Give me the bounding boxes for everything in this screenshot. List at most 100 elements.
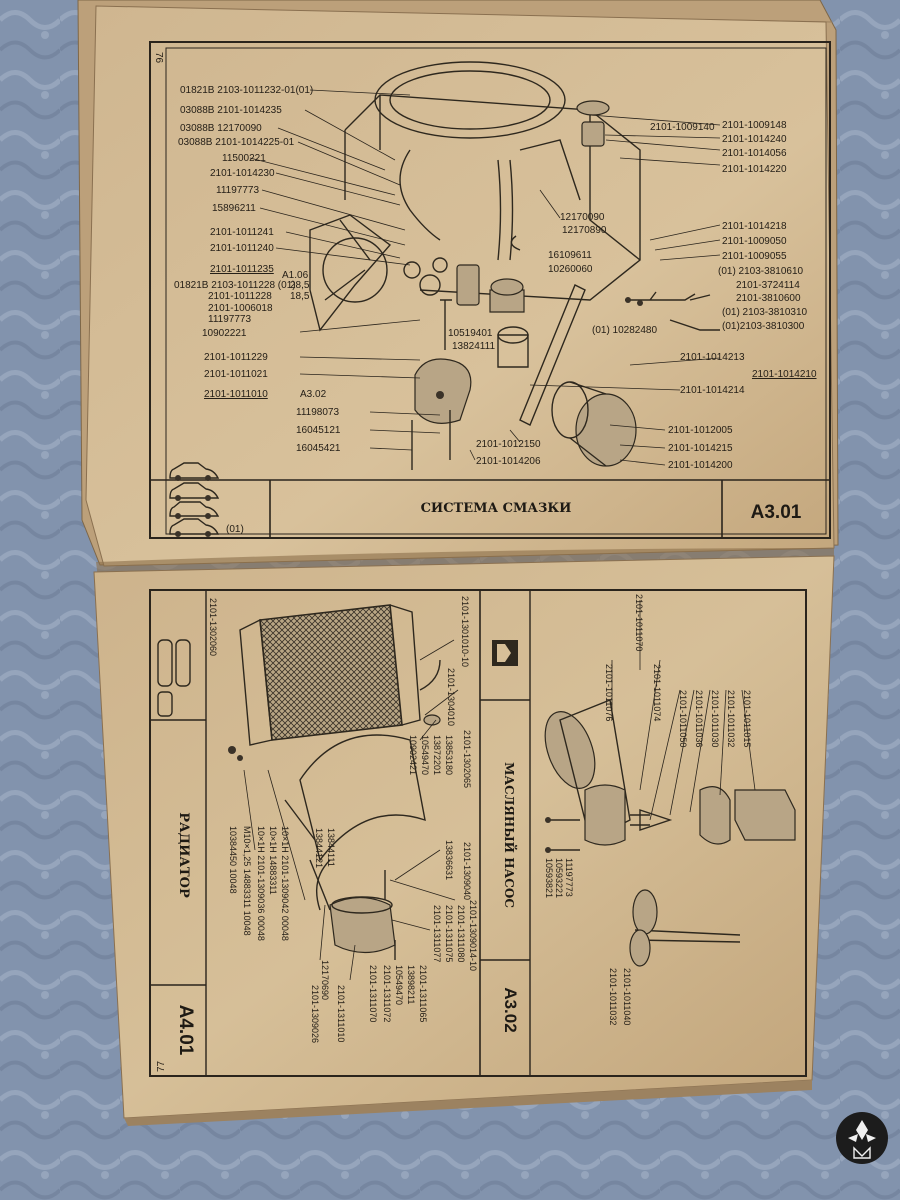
svg-text:01821В 2103-1011232-01(01): 01821В 2103-1011232-01(01) [180, 85, 313, 96]
bottom-leader-lines [243, 600, 756, 981]
svg-text:2101-1014213: 2101-1014213 [680, 352, 745, 363]
svg-text:2101-1011030: 2101-1011030 [710, 690, 720, 747]
top-leader-lines [249, 89, 721, 466]
svg-text:(01) 2103-3810310: (01) 2103-3810310 [722, 307, 808, 318]
svg-text:11197773: 11197773 [216, 185, 259, 196]
svg-text:15896211: 15896211 [212, 203, 256, 214]
oil-pump-drawing [544, 699, 796, 967]
svg-text:2101-1014200: 2101-1014200 [668, 460, 733, 471]
svg-text:16045421: 16045421 [296, 443, 341, 454]
svg-text:2101-1311010: 2101-1311010 [336, 985, 346, 1042]
svg-text:2101-1309014-10: 2101-1309014-10 [468, 900, 478, 971]
top-labels-left: 01821В 2103-1011232-01(01) 03088В 2101-1… [174, 85, 341, 454]
svg-text:10549470: 10549470 [394, 965, 404, 1005]
svg-text:2101-1311065: 2101-1311065 [418, 965, 428, 1022]
svg-text:2101-1009055: 2101-1009055 [722, 251, 787, 262]
svg-text:2101-1011032: 2101-1011032 [608, 968, 618, 1025]
top-page-number: 76 [153, 52, 164, 64]
svg-text:13844111: 13844111 [326, 828, 336, 867]
svg-text:11197773: 11197773 [208, 314, 251, 325]
svg-text:2101-1011229: 2101-1011229 [204, 352, 268, 363]
svg-text:2101-1301010-10: 2101-1301010-10 [460, 596, 470, 667]
svg-text:2101-1014240: 2101-1014240 [722, 134, 787, 145]
svg-text:М10×1,25 14883311 10048: М10×1,25 14883311 10048 [242, 826, 252, 936]
svg-text:2101-1014056: 2101-1014056 [722, 148, 787, 159]
svg-text:10260060: 10260060 [548, 264, 593, 275]
svg-text:2101-1014206: 2101-1014206 [476, 456, 541, 467]
svg-text:А3.02: А3.02 [300, 389, 327, 400]
svg-text:2101-1009148: 2101-1009148 [722, 120, 787, 131]
svg-text:2101-1014210: 2101-1014210 [752, 369, 817, 380]
svg-text:13836631: 13836631 [444, 840, 454, 880]
svg-text:2101-3724114: 2101-3724114 [736, 280, 800, 291]
svg-text:10902421: 10902421 [408, 735, 418, 775]
svg-text:13844121: 13844121 [314, 828, 324, 868]
svg-text:18,5: 18,5 [290, 291, 310, 302]
top-labels-center: 12170090 12170890 16109611 10260060 1051… [448, 212, 607, 467]
svg-text:11197773: 11197773 [564, 858, 574, 897]
svg-text:(01)2103-3810300: (01)2103-3810300 [722, 321, 805, 332]
oil-pump-title: МАСЛЯНЫЙ НАСОС [502, 762, 518, 908]
svg-text:2101-3810600: 2101-3810600 [736, 293, 801, 304]
bottom-car-icons [157, 639, 191, 717]
svg-text:2101-1011076: 2101-1011076 [604, 664, 614, 721]
svg-text:2101-1011015: 2101-1011015 [742, 690, 752, 747]
top-page-title: СИСТЕМА СМАЗКИ [421, 501, 572, 516]
svg-text:10×1Н 2101-1309042 00048: 10×1Н 2101-1309042 00048 [280, 826, 290, 941]
svg-text:2101-1011040: 2101-1011040 [622, 968, 632, 1025]
svg-text:2101-1012005: 2101-1012005 [668, 425, 733, 436]
svg-text:16045121: 16045121 [296, 425, 341, 436]
svg-text:2101-1311072: 2101-1311072 [382, 965, 392, 1022]
svg-text:2101-1011021: 2101-1011021 [204, 369, 268, 380]
svg-text:2101-1304010: 2101-1304010 [446, 668, 456, 726]
radiator-title: РАДИАТОР [176, 812, 191, 898]
svg-text:10519401: 10519401 [448, 328, 493, 339]
svg-text:03088В 2101-1014225-01: 03088В 2101-1014225-01 [178, 137, 295, 148]
bottom-page-number: 77 [156, 1060, 167, 1072]
svg-text:10×1Н 14883311: 10×1Н 14883311 [268, 826, 278, 895]
svg-text:А1.06: А1.06 [282, 270, 309, 281]
svg-text:12170890: 12170890 [562, 225, 607, 236]
svg-text:2101-1311070: 2101-1311070 [368, 965, 378, 1022]
oil-pump-code: А3.02 [501, 987, 520, 1032]
svg-text:2101-1302065: 2101-1302065 [462, 730, 472, 788]
svg-text:2101-1309026: 2101-1309026 [310, 985, 320, 1043]
svg-text:2101-1011070: 2101-1011070 [634, 594, 644, 651]
svg-text:2101-1311077: 2101-1311077 [432, 905, 442, 962]
svg-text:13853180: 13853180 [444, 735, 454, 775]
svg-text:2101-1014214: 2101-1014214 [680, 385, 745, 396]
svg-text:2101-1014220: 2101-1014220 [722, 164, 787, 175]
svg-text:2101-1009050: 2101-1009050 [722, 236, 787, 247]
svg-text:03088В 2101-1014235: 03088В 2101-1014235 [180, 105, 282, 116]
top-labels-right: 2101-1009148 2101-1009140 2101-1014240 2… [592, 120, 817, 471]
svg-text:01821В 2103-1011228 (01): 01821В 2103-1011228 (01) [174, 280, 296, 291]
svg-text:13898211: 13898211 [406, 965, 416, 1004]
svg-text:2101-1011241: 2101-1011241 [210, 227, 274, 238]
oil-pump-labels: 2101-1011070 2101-1011076 2101-1011074 2… [544, 594, 752, 1025]
svg-text:2101-1011010: 2101-1011010 [204, 389, 268, 400]
svg-text:(01) 2103-3810610: (01) 2103-3810610 [718, 266, 804, 277]
svg-text:10384450 10048: 10384450 10048 [228, 826, 238, 894]
watermark-logo [836, 1112, 888, 1164]
svg-text:2101-1011074: 2101-1011074 [652, 664, 662, 721]
svg-text:13872201: 13872201 [432, 735, 442, 775]
svg-text:2101-1009140: 2101-1009140 [650, 122, 715, 133]
svg-text:2101-1006018: 2101-1006018 [208, 303, 273, 314]
car-variant-label: (01) [226, 524, 244, 535]
svg-text:12170090: 12170090 [560, 212, 605, 223]
svg-text:2101-1012150: 2101-1012150 [476, 439, 541, 450]
svg-text:2101-1011235: 2101-1011235 [210, 264, 274, 275]
svg-text:2101-1011032: 2101-1011032 [726, 690, 736, 747]
svg-text:11198073: 11198073 [296, 407, 339, 418]
svg-text:(01) 10282480: (01) 10282480 [592, 325, 657, 336]
svg-text:11500221: 11500221 [222, 153, 266, 164]
svg-text:10549470: 10549470 [420, 735, 430, 775]
radiator-code: А4.01 [175, 1005, 196, 1056]
svg-text:2101-1011050: 2101-1011050 [678, 690, 688, 747]
svg-text:10×1Н 2101-1309036 00048: 10×1Н 2101-1309036 00048 [256, 826, 266, 941]
top-page-code: А3.01 [751, 502, 802, 523]
radiator-drawing [228, 604, 441, 960]
svg-text:12170690: 12170690 [320, 960, 330, 1000]
svg-text:2101-1311075: 2101-1311075 [444, 905, 454, 962]
